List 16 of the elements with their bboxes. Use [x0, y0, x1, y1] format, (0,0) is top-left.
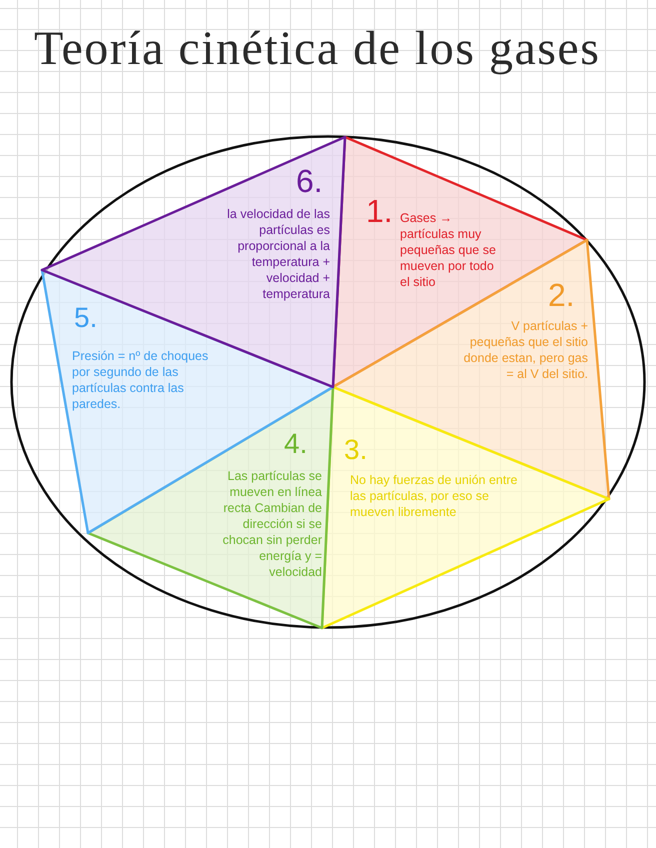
triangle-segment	[320, 385, 611, 630]
segment-number: 6.	[296, 164, 323, 199]
segment-number: 4.	[284, 428, 308, 459]
triangle-segment	[40, 268, 335, 535]
segment-number: 5.	[74, 302, 98, 333]
segment-number: 2.	[548, 278, 575, 313]
segment-number: 3.	[344, 434, 368, 465]
segment-text: V partículas + pequeñas que el sitio donde estan, pero gas = al V del sitio.	[462, 318, 588, 382]
title: Teoría cinética de los gases	[34, 22, 600, 76]
segment-text: No hay fuerzas de unión entre las partículas, por eso se mueven libremente	[350, 472, 518, 520]
segment-text: Gases → partículas muy pequeñas que se mueven por todo el sitio	[400, 210, 497, 290]
segment-text: Presión = nº de choques por segundo de las partículas contra las paredes.	[72, 348, 210, 412]
large-ellipse	[10, 135, 646, 629]
segment-text: Las partículas se mueven en línea recta Cambian de dirección si se chocan sin perder energía y = velocidad	[222, 468, 322, 580]
segment-number: 1.	[366, 194, 393, 229]
segment-text: la velocidad de las partículas es proporcional a la temperatura + velocidad + temperatura	[226, 206, 330, 302]
